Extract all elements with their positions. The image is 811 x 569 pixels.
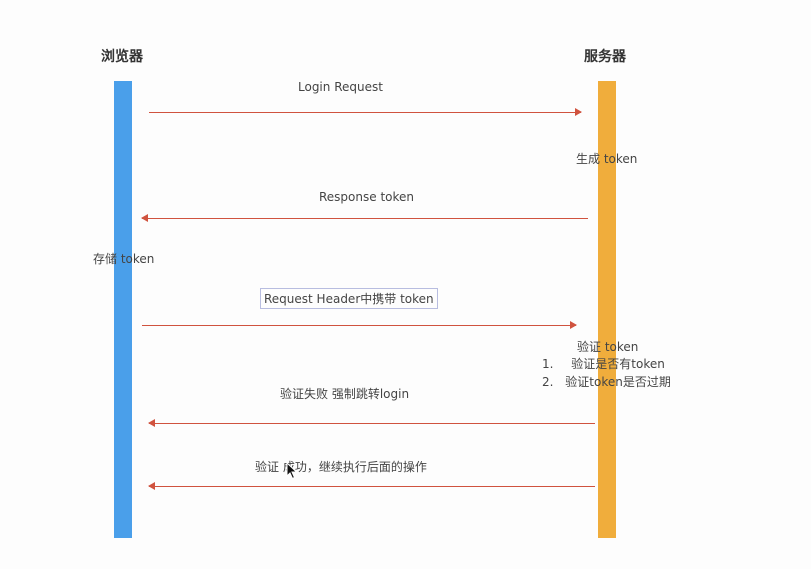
request-header-arrow	[142, 321, 577, 329]
mouse-cursor-icon	[286, 462, 298, 480]
verify-success-label: 验证 成功，继续执行后面的操作	[255, 460, 427, 474]
verify-success-arrow	[148, 482, 595, 490]
server-lifeline	[598, 81, 616, 538]
verify-step-1-text: 验证是否有token	[571, 357, 665, 371]
verify-step-2-text: 验证token是否过期	[565, 375, 671, 389]
verify-fail-arrow	[148, 419, 595, 427]
generate-token-note: 生成 token	[576, 152, 638, 166]
verify-fail-label: 验证失败 强制跳转login	[280, 387, 410, 401]
request-header-label: Request Header中携带 token	[260, 288, 438, 309]
verify-step-1: 1. 验证是否有token	[542, 355, 665, 372]
verify-step-2: 2. 验证token是否过期	[542, 373, 671, 390]
browser-lifeline	[114, 81, 132, 538]
response-token-arrow	[141, 214, 588, 222]
response-token-label: Response token	[319, 190, 415, 204]
login-request-arrow	[149, 108, 582, 116]
server-title: 服务器	[584, 49, 626, 65]
store-token-note: 存储 token	[93, 252, 155, 266]
browser-title: 浏览器	[101, 49, 143, 65]
verify-step-2-num: 2.	[542, 375, 554, 389]
verify-step-1-num: 1.	[542, 357, 554, 371]
verify-token-note: 验证 token	[577, 340, 639, 354]
login-request-label: Login Request	[298, 80, 383, 94]
